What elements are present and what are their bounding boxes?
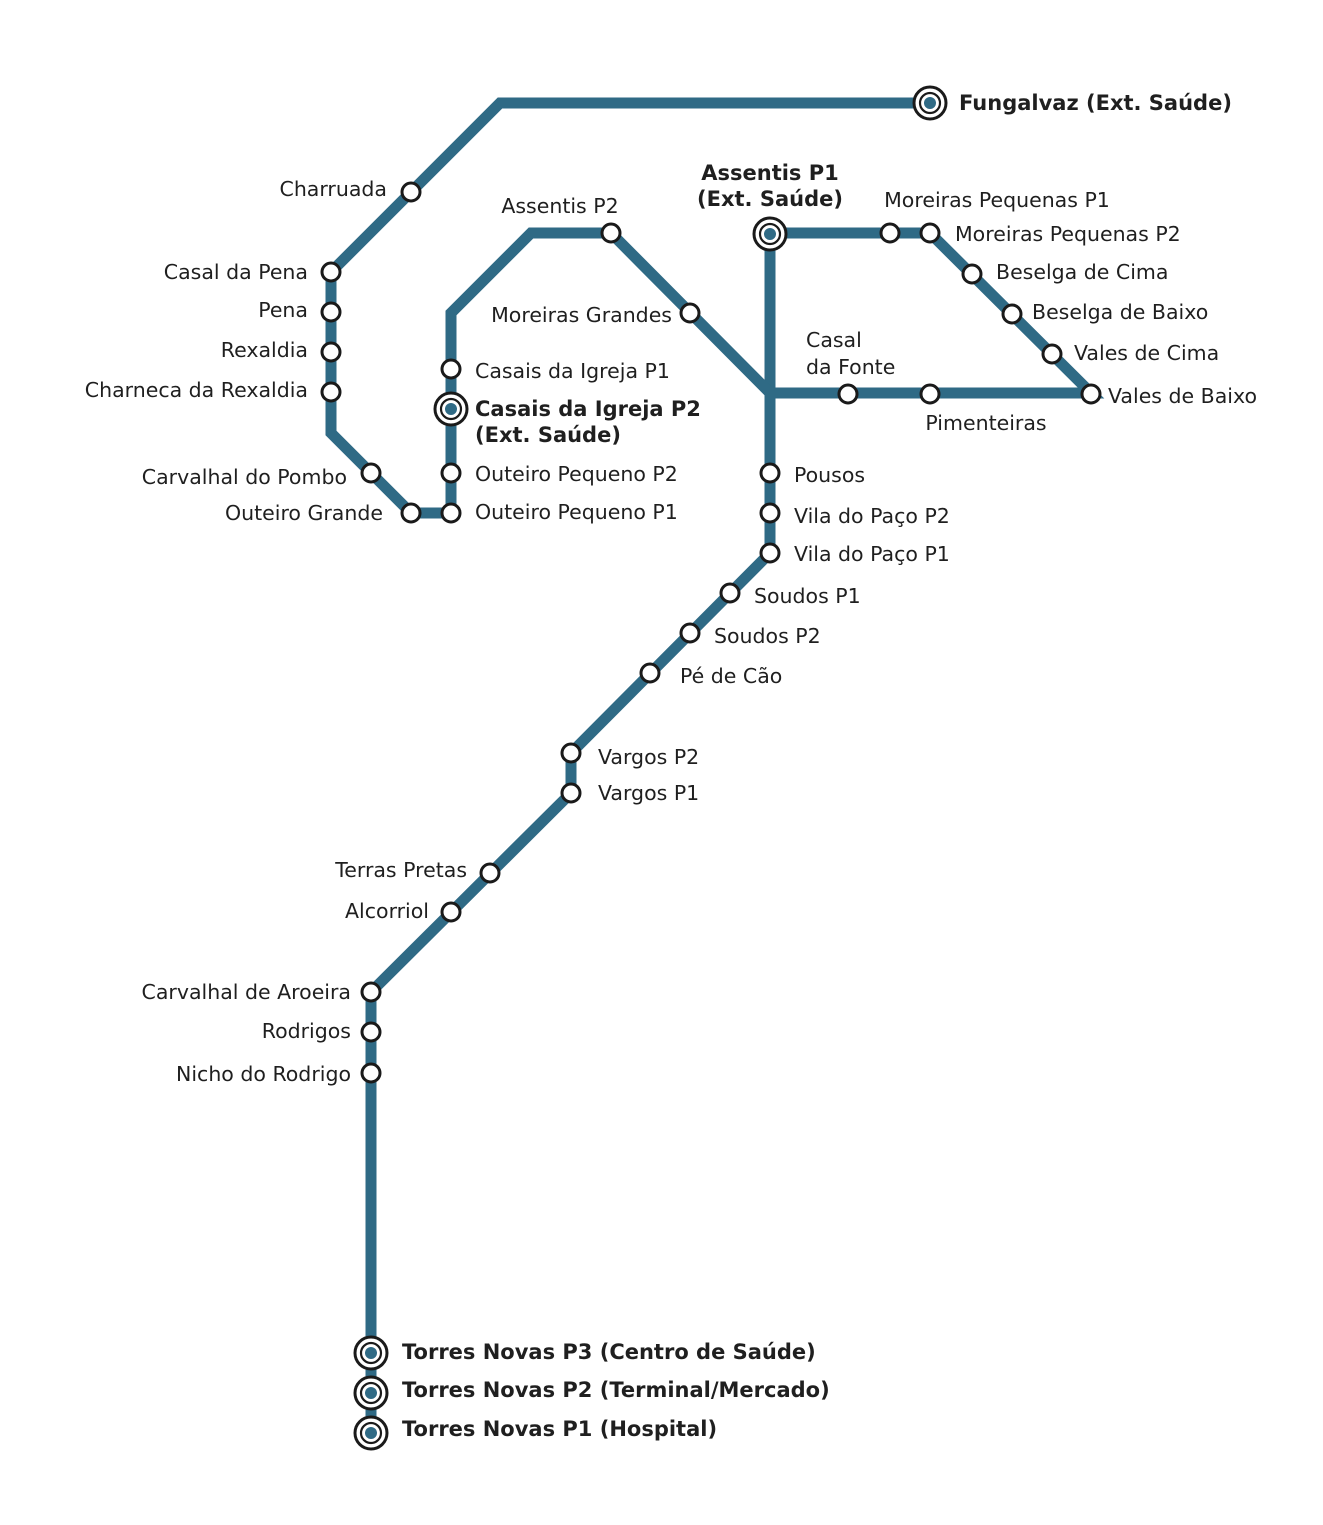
station-moreiras-pequenas-p1[interactable]	[879, 222, 901, 244]
label-beselga-de-baixo: Beselga de Baixo	[1032, 300, 1208, 324]
label-rexaldia: Rexaldia	[221, 338, 308, 362]
label-fungalvaz: Fungalvaz (Ext. Saúde)	[959, 91, 1232, 115]
label-vargos-p2: Vargos P2	[598, 745, 699, 769]
station-vargos-p2[interactable]	[560, 742, 582, 764]
label-vila-do-paco-p2: Vila do Paço P2	[794, 504, 950, 528]
label-casal-da-fonte-line1: Casal	[806, 328, 862, 352]
station-moreiras-pequenas-p2[interactable]	[919, 222, 941, 244]
label-charruada: Charruada	[280, 177, 388, 201]
label-outeiro-pequeno-p1: Outeiro Pequeno P1	[475, 500, 678, 524]
label-torres-novas-p3: Torres Novas P3 (Centro de Saúde)	[402, 1340, 816, 1364]
stop-labels: Charruada Casal da Pena Pena Rexaldia Ch…	[85, 177, 1257, 1086]
label-casais-da-igreja-p2-line1: Casais da Igreja P2	[475, 397, 701, 421]
station-vales-de-cima[interactable]	[1041, 343, 1063, 365]
station-rodrigos[interactable]	[360, 1021, 382, 1043]
regular-stations	[320, 181, 1102, 1084]
label-pousos: Pousos	[794, 463, 865, 487]
label-rodrigos: Rodrigos	[262, 1019, 351, 1043]
station-pena[interactable]	[320, 301, 342, 323]
label-outeiro-grande: Outeiro Grande	[225, 501, 383, 525]
station-terras-pretas[interactable]	[479, 862, 501, 884]
label-pe-de-cao: Pé de Cão	[680, 664, 782, 688]
label-terras-pretas: Terras Pretas	[334, 858, 467, 882]
label-vales-de-cima: Vales de Cima	[1074, 341, 1219, 365]
station-vargos-p1[interactable]	[560, 782, 582, 804]
label-moreiras-pequenas-p1: Moreiras Pequenas P1	[884, 188, 1110, 212]
station-charneca-da-rexaldia[interactable]	[320, 381, 342, 403]
route-lines	[325, 97, 1105, 1433]
station-pimenteiras[interactable]	[919, 383, 941, 405]
station-soudos-p2[interactable]	[679, 622, 701, 644]
label-moreiras-grandes: Moreiras Grandes	[491, 303, 672, 327]
station-carvalhal-do-pombo[interactable]	[360, 462, 382, 484]
label-beselga-de-cima: Beselga de Cima	[996, 260, 1168, 284]
label-casais-da-igreja-p2-line2: (Ext. Saúde)	[475, 423, 621, 447]
label-vargos-p1: Vargos P1	[598, 781, 699, 805]
station-pe-de-cao[interactable]	[639, 662, 661, 684]
label-assentis-p1-line1: Assentis P1	[701, 161, 839, 185]
label-assentis-p1-line2: (Ext. Saúde)	[697, 187, 843, 211]
station-casal-da-pena[interactable]	[320, 261, 342, 283]
station-beselga-de-baixo[interactable]	[1001, 303, 1023, 325]
label-vila-do-paco-p1: Vila do Paço P1	[794, 542, 950, 566]
station-rexaldia[interactable]	[320, 341, 342, 363]
label-alcorriol: Alcorriol	[345, 899, 429, 923]
major-stations	[353, 85, 948, 1451]
label-carvalhal-de-aroeira: Carvalhal de Aroeira	[142, 980, 351, 1004]
label-assentis-p2: Assentis P2	[501, 194, 618, 218]
station-outeiro-grande[interactable]	[400, 502, 422, 524]
station-torres-novas-p3[interactable]	[353, 1335, 389, 1371]
station-fungalvaz[interactable]	[912, 85, 948, 121]
label-carvalhal-do-pombo: Carvalhal do Pombo	[142, 465, 347, 489]
station-vila-do-paco-p2[interactable]	[759, 502, 781, 524]
station-charruada[interactable]	[400, 181, 422, 203]
label-moreiras-pequenas-p2: Moreiras Pequenas P2	[955, 222, 1181, 246]
station-moreiras-grandes[interactable]	[679, 302, 701, 324]
label-torres-novas-p2: Torres Novas P2 (Terminal/Mercado)	[402, 1378, 830, 1402]
station-vales-de-baixo[interactable]	[1080, 383, 1102, 405]
label-outeiro-pequeno-p2: Outeiro Pequeno P2	[475, 462, 678, 486]
label-casal-da-pena: Casal da Pena	[164, 260, 308, 284]
label-pena: Pena	[258, 298, 308, 322]
label-vales-de-baixo: Vales de Baixo	[1108, 384, 1257, 408]
station-pousos[interactable]	[759, 462, 781, 484]
station-torres-novas-p2[interactable]	[353, 1375, 389, 1411]
major-labels: Fungalvaz (Ext. Saúde) Assentis P1 (Ext.…	[402, 91, 1232, 1441]
station-soudos-p1[interactable]	[719, 582, 741, 604]
station-alcorriol[interactable]	[440, 901, 462, 923]
station-beselga-de-cima[interactable]	[961, 263, 983, 285]
label-casais-da-igreja-p1: Casais da Igreja P1	[475, 359, 670, 383]
label-nicho-do-rodrigo: Nicho do Rodrigo	[176, 1062, 351, 1086]
station-assentis-p2[interactable]	[600, 222, 622, 244]
label-soudos-p2: Soudos P2	[714, 624, 821, 648]
station-torres-novas-p1[interactable]	[353, 1415, 389, 1451]
label-soudos-p1: Soudos P1	[754, 584, 861, 608]
label-torres-novas-p1: Torres Novas P1 (Hospital)	[402, 1417, 717, 1441]
label-pimenteiras: Pimenteiras	[925, 411, 1046, 435]
station-outeiro-pequeno-p2[interactable]	[440, 462, 462, 484]
station-casais-da-igreja-p2[interactable]	[433, 391, 469, 427]
station-outeiro-pequeno-p1[interactable]	[440, 502, 462, 524]
station-vila-do-paco-p1[interactable]	[759, 542, 781, 564]
station-casal-da-fonte[interactable]	[837, 383, 859, 405]
station-assentis-p1[interactable]	[752, 216, 788, 252]
station-casais-da-igreja-p1[interactable]	[440, 358, 462, 380]
station-nicho-do-rodrigo[interactable]	[360, 1062, 382, 1084]
label-charneca-da-rexaldia: Charneca da Rexaldia	[85, 378, 308, 402]
station-carvalhal-de-aroeira[interactable]	[360, 981, 382, 1003]
label-casal-da-fonte-line2: da Fonte	[806, 355, 895, 379]
